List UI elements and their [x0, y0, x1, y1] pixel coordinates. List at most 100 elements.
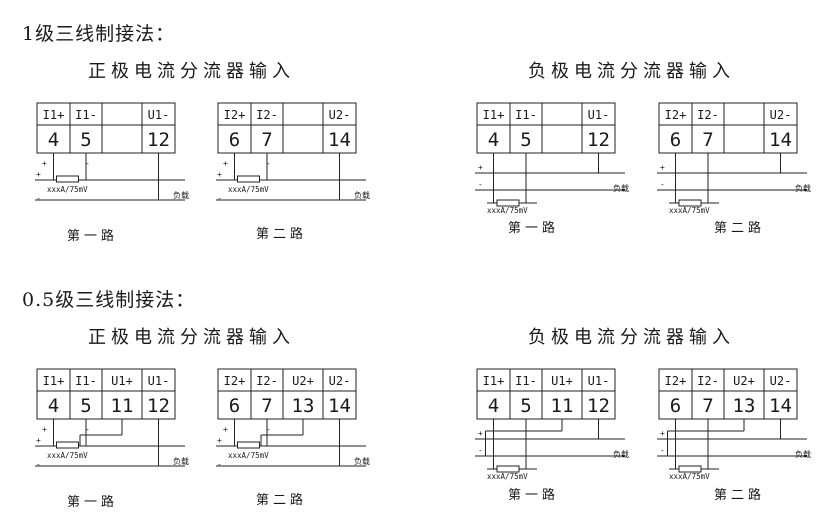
terminal-label-s1-g0-c0-0: I1+: [43, 374, 65, 388]
shunt-label-s0-g1-c1: xxxA/75mV: [669, 206, 710, 215]
terminal-number-s1-g1-c0-0: 4: [488, 395, 499, 417]
sign-minus-rail-s0-g1-c0: -: [478, 180, 483, 189]
sign-plus-rail-s1-g0-c0: +: [36, 436, 41, 445]
load-label-s1-g0-c0: 负载: [173, 456, 189, 466]
sign-plus-term-s0-g0-c0: +: [42, 159, 47, 168]
terminal-number-s1-g1-c1-1: 7: [702, 395, 713, 417]
terminal-label-s0-g1-c1-0: I2+: [665, 108, 687, 122]
terminal-number-s1-g0-c1-1: 7: [261, 395, 272, 417]
sign-plus-rail-s1-g0-c1: +: [217, 436, 222, 445]
load-label-s0-g1-c0: 负载: [613, 183, 629, 193]
terminal-number-s1-g0-c0-3: 12: [147, 395, 170, 417]
terminal-block-s1-g1-c0: [476, 368, 616, 420]
load-label-s1-g0-c1: 负载: [354, 456, 370, 466]
caption-s0-g0-c0: 第一路: [67, 229, 119, 244]
terminal-label-s1-g1-c0-2: U1+: [551, 374, 573, 388]
terminal-label-s1-g1-c0-1: I1-: [515, 374, 537, 388]
terminal-number-s0-g1-c1-1: 7: [702, 129, 713, 151]
shunt-resistor-s1-g0-c1: [237, 441, 260, 449]
heading-negative-class05: 负极电流分流器输入: [528, 327, 735, 348]
terminal-number-s0-g1-c0-0: 4: [488, 129, 499, 151]
load-label-s0-g0-c1: 负载: [354, 190, 370, 200]
terminal-number-s0-g1-c1-0: 6: [670, 129, 681, 151]
terminal-label-s1-g1-c1-2: U2+: [733, 374, 755, 388]
terminal-label-s0-g1-c1-1: I2-: [697, 108, 719, 122]
sign-plus-rail-s1-g1-c0: +: [478, 429, 483, 438]
section-title-class05: 0.5级三线制接法：: [22, 289, 196, 311]
caption-s1-g1-c1: 第二路: [714, 488, 766, 503]
sign-minus-rail-s0-g1-c1: -: [660, 180, 665, 189]
terminal-label-s0-g1-c0-1: I1-: [515, 108, 537, 122]
shunt-label-s0-g0-c1: xxxA/75mV: [228, 185, 269, 194]
sign-minus-rail-s0-g0-c1: -: [217, 194, 222, 203]
terminal-number-s1-g0-c1-0: 6: [229, 395, 240, 417]
load-label-s1-g1-c0: 负载: [613, 449, 629, 459]
sign-plus-rail-s0-g1-c1: +: [660, 163, 665, 172]
load-label-s1-g1-c1: 负载: [795, 449, 811, 459]
shunt-resistor-s0-g1-c0: [496, 199, 520, 207]
shunt-resistor-s0-g0-c1: [237, 175, 260, 183]
shunt-resistor-s1-g0-c0: [56, 441, 79, 449]
terminal-block-s0-g1-c1: [658, 102, 798, 154]
shunt-resistor-s1-g1-c0: [496, 465, 520, 473]
heading-positive-class05: 正极电流分流器输入: [88, 327, 295, 348]
terminal-block-s1-g0-c0: [36, 368, 176, 420]
caption-s1-g1-c0: 第一路: [508, 488, 560, 503]
load-label-s0-g0-c0: 负载: [173, 190, 189, 200]
terminal-number-s1-g1-c1-3: 14: [769, 395, 792, 417]
terminal-number-s0-g1-c1-3: 14: [769, 129, 792, 151]
terminal-number-s0-g1-c0-1: 5: [520, 129, 531, 151]
terminal-label-s0-g1-c1-3: U2-: [770, 108, 792, 122]
terminal-number-s1-g0-c1-3: 14: [328, 395, 351, 417]
terminal-number-s0-g0-c1-3: 14: [328, 129, 351, 151]
terminal-label-s0-g0-c0-3: U1-: [148, 108, 170, 122]
shunt-resistor-s1-g1-c1: [678, 465, 702, 473]
shunt-label-s1-g0-c0: xxxA/75mV: [47, 451, 88, 460]
shunt-label-s1-g0-c1: xxxA/75mV: [228, 451, 269, 460]
terminal-label-s1-g1-c0-3: U1-: [588, 374, 610, 388]
shunt-label-s1-g1-c0: xxxA/75mV: [487, 472, 528, 481]
terminal-label-s1-g0-c1-1: I2-: [256, 374, 278, 388]
shunt-resistor-s0-g1-c1: [678, 199, 702, 207]
caption-s1-g0-c0: 第一路: [67, 495, 119, 510]
terminal-label-s1-g0-c1-3: U2-: [329, 374, 351, 388]
terminal-label-s0-g0-c1-3: U2-: [329, 108, 351, 122]
terminal-label-s1-g1-c1-3: U2-: [770, 374, 792, 388]
sign-plus-rail-s0-g0-c0: +: [36, 170, 41, 179]
terminal-number-s1-g1-c1-2: 13: [733, 395, 756, 417]
shunt-label-s1-g1-c1: xxxA/75mV: [669, 472, 710, 481]
heading-positive-class1: 正极电流分流器输入: [88, 61, 295, 82]
terminal-number-s0-g0-c0-1: 5: [80, 129, 91, 151]
terminal-label-s0-g1-c0-0: I1+: [483, 108, 505, 122]
caption-s1-g0-c1: 第二路: [256, 493, 308, 508]
terminal-block-s0-g1-c0: [476, 102, 616, 154]
terminal-block-s0-g0-c0: [36, 102, 176, 154]
terminal-label-s0-g0-c0-0: I1+: [43, 108, 65, 122]
terminal-label-s1-g1-c1-0: I2+: [665, 374, 687, 388]
terminal-label-s1-g1-c1-1: I2-: [697, 374, 719, 388]
sign-minus-term-s1-g0-c0: -: [85, 425, 90, 434]
shunt-label-s0-g0-c0: xxxA/75mV: [47, 185, 88, 194]
terminal-label-s1-g0-c1-0: I2+: [224, 374, 246, 388]
terminal-number-s0-g0-c1-1: 7: [261, 129, 272, 151]
terminal-number-s0-g0-c0-0: 4: [48, 129, 59, 151]
caption-s0-g1-c0: 第一路: [508, 221, 560, 236]
terminal-number-s1-g1-c0-1: 5: [520, 395, 531, 417]
terminal-label-s1-g0-c0-2: U1+: [111, 374, 133, 388]
caption-s0-g1-c1: 第二路: [714, 221, 766, 236]
terminal-block-s0-g0-c1: [217, 102, 357, 154]
terminal-label-s1-g0-c0-3: U1-: [148, 374, 170, 388]
sign-plus-term-s1-g0-c0: +: [42, 425, 47, 434]
sign-minus-term-s0-g0-c0: -: [85, 159, 90, 168]
sign-minus-rail-s1-g0-c1: -: [217, 460, 222, 469]
terminal-label-s0-g0-c1-0: I2+: [224, 108, 246, 122]
sign-plus-term-s1-g0-c1: +: [223, 425, 228, 434]
terminal-label-s1-g1-c0-0: I1+: [483, 374, 505, 388]
terminal-label-s1-g0-c0-1: I1-: [75, 374, 97, 388]
terminal-number-s1-g0-c0-1: 5: [80, 395, 91, 417]
caption-s0-g0-c1: 第二路: [256, 227, 308, 242]
terminal-label-s1-g0-c1-2: U2+: [292, 374, 314, 388]
terminal-number-s1-g0-c0-0: 4: [48, 395, 59, 417]
sign-minus-rail-s1-g1-c0: -: [478, 446, 483, 455]
terminal-number-s0-g0-c0-3: 12: [147, 129, 170, 151]
